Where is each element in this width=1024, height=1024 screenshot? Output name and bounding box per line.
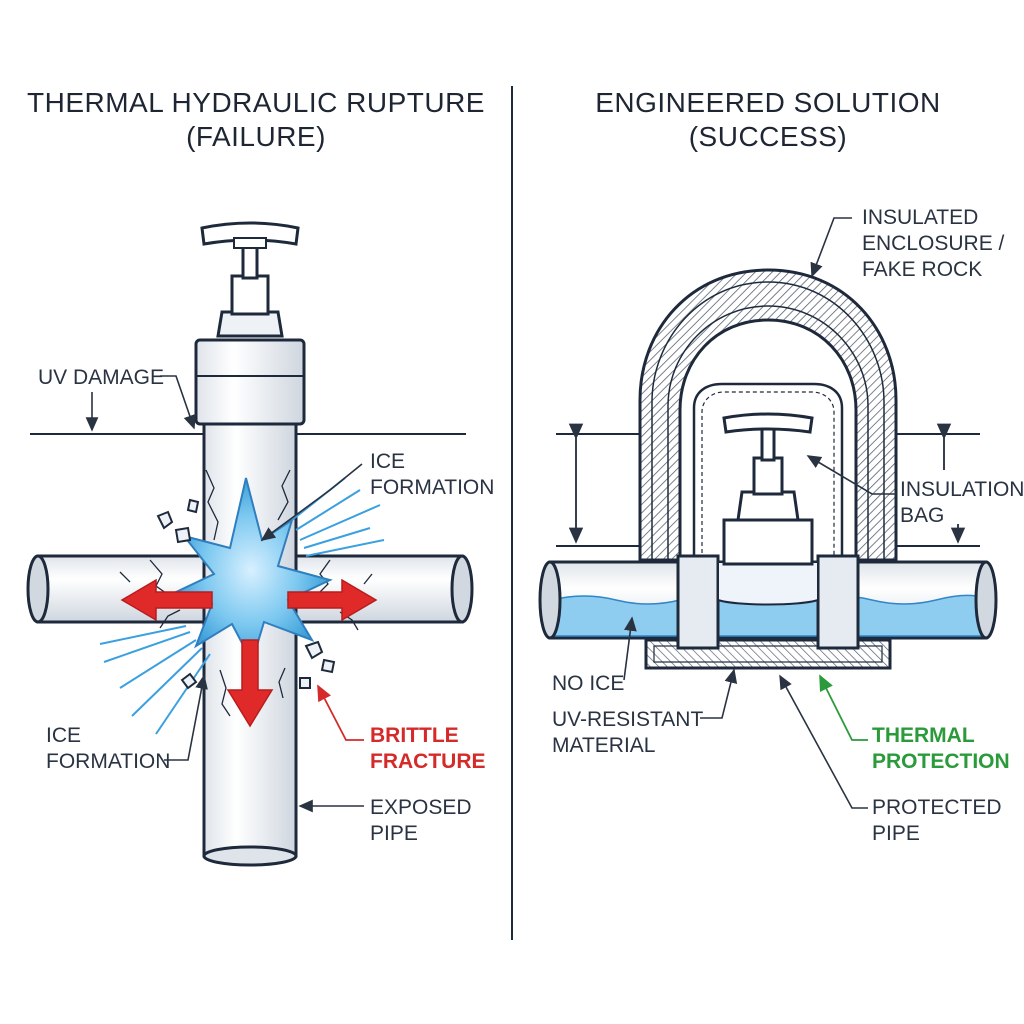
label-thermal-protection-1: THERMAL [872, 724, 975, 747]
expansion-arrow-left [120, 578, 213, 622]
label-enclosure-3: FAKE ROCK [862, 258, 982, 281]
solution-illustration: INSULATED ENCLOSURE / FAKE ROCK INSULATI… [538, 206, 1024, 845]
right-title-line2: (SUCCESS) [689, 121, 848, 152]
label-exposed-pipe-2: PIPE [370, 822, 418, 845]
left-leader-lines [85, 375, 364, 813]
depth-dimension-right [936, 423, 966, 544]
label-ice-formation-left-1: ICE [46, 724, 81, 747]
expansion-arrows [120, 578, 378, 728]
label-ice-formation-top-1: ICE [370, 450, 405, 473]
left-title-line1: THERMAL HYDRAULIC RUPTURE [27, 87, 485, 118]
label-enclosure-1: INSULATED [862, 206, 978, 229]
label-ice-formation-left-2: FORMATION [46, 750, 170, 773]
label-uv-resistant-1: UV-RESISTANT [552, 708, 703, 731]
label-enclosure-2: ENCLOSURE / [862, 232, 1005, 255]
label-brittle-fracture-2: FRACTURE [370, 750, 486, 773]
right-leader-lines [623, 217, 896, 809]
label-brittle-fracture-1: BRITTLE [370, 724, 459, 747]
label-insulation-bag-1: INSULATION [900, 478, 1024, 501]
label-no-ice: NO ICE [552, 672, 624, 695]
right-panel-title: ENGINEERED SOLUTION (SUCCESS) [595, 87, 941, 152]
label-ice-formation-top-2: FORMATION [370, 476, 494, 499]
label-protected-pipe-2: PIPE [872, 822, 920, 845]
label-thermal-protection-2: PROTECTION [872, 750, 1010, 773]
left-valve [194, 221, 306, 426]
label-uv-resistant-2: MATERIAL [552, 734, 655, 757]
left-title-line2: (FAILURE) [186, 121, 326, 152]
label-protected-pipe-1: PROTECTED [872, 796, 1002, 819]
expansion-arrow-down [226, 639, 274, 728]
right-valve [676, 412, 860, 650]
label-uv-damage: UV DAMAGE [38, 366, 164, 389]
label-exposed-pipe-1: EXPOSED [370, 796, 472, 819]
label-insulation-bag-2: BAG [900, 504, 944, 527]
expansion-arrow-right [287, 578, 378, 622]
left-panel-title: THERMAL HYDRAULIC RUPTURE (FAILURE) [27, 87, 485, 152]
insulated-enclosure [638, 268, 898, 562]
failure-illustration: UV DAMAGE ICE FORMATION ICE FORMATION BR… [26, 221, 494, 867]
right-title-line1: ENGINEERED SOLUTION [595, 87, 941, 118]
